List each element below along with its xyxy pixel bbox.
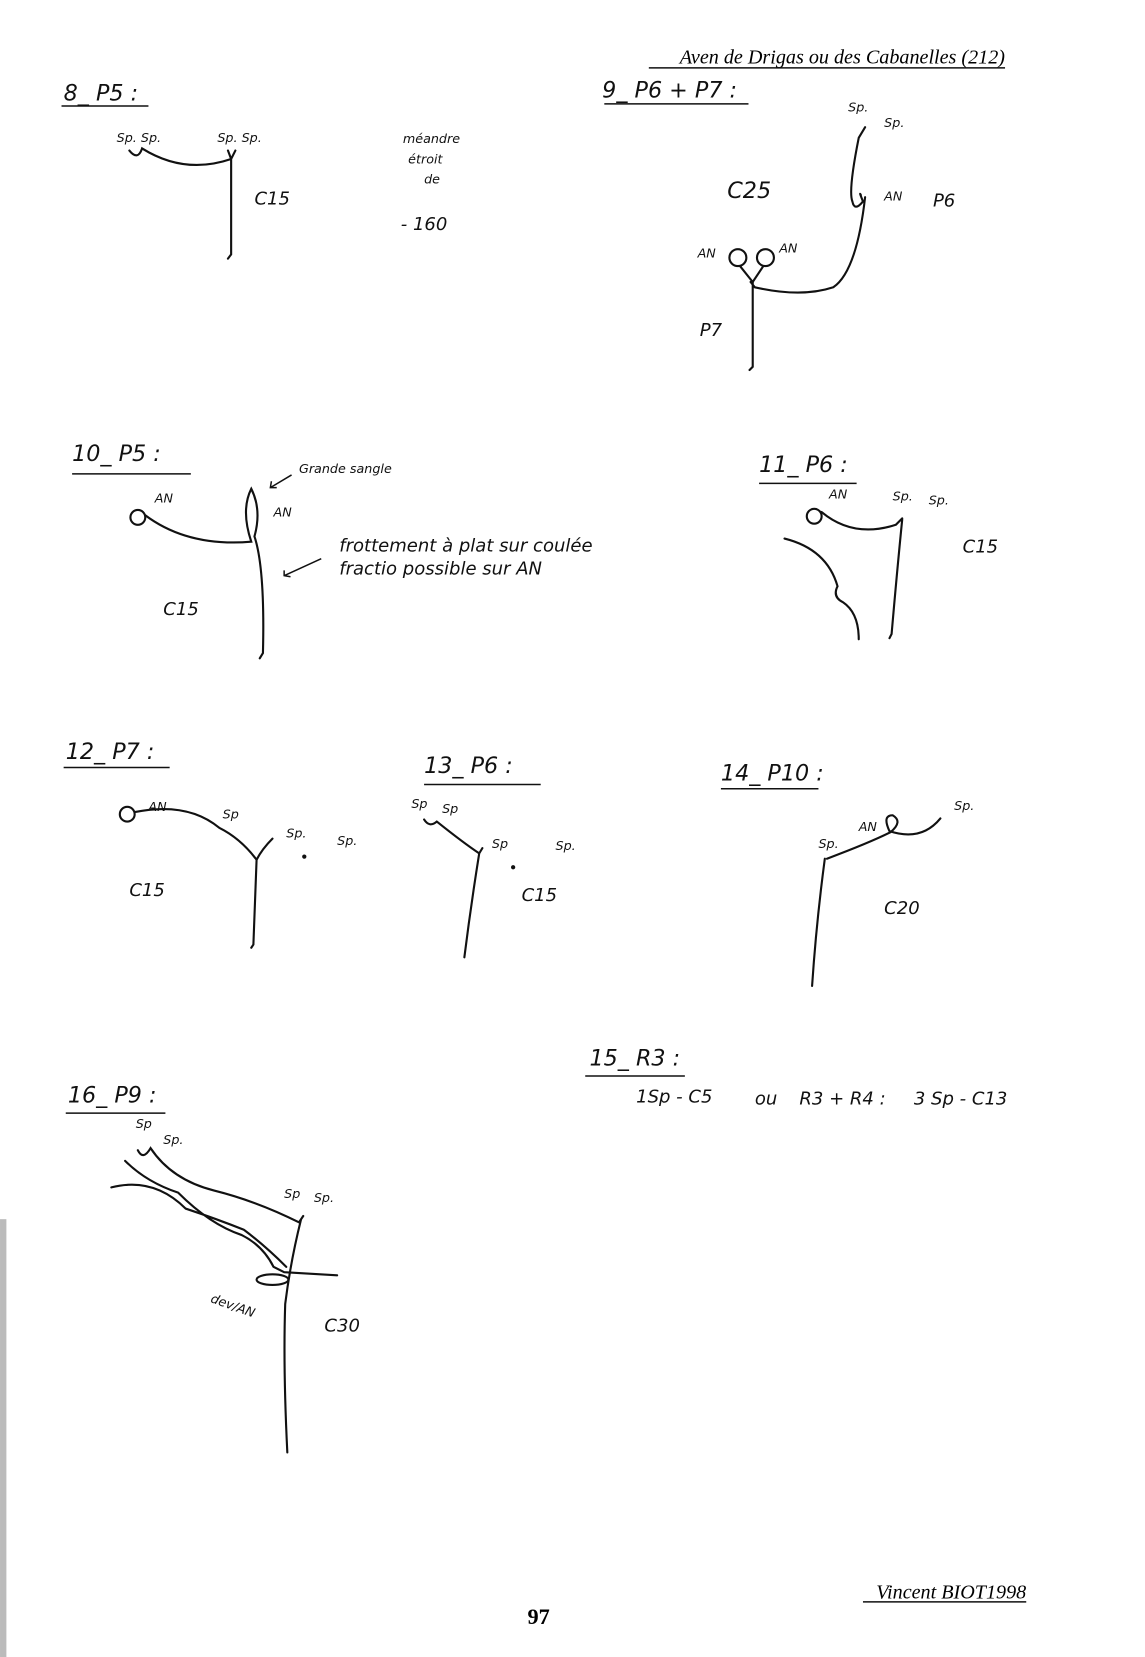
anchor-label: Sp.	[163, 1132, 183, 1147]
rope-length-label: C15	[254, 189, 290, 210]
anchor-label: Sp. Sp.	[117, 130, 161, 145]
section-heading: 12_ P7 :	[66, 739, 155, 765]
diagram-15: 15_ R3 : 1Sp - C5 ou R3 + R4 : 3 Sp - C1…	[585, 1045, 1008, 1110]
anchor-label: AN	[154, 491, 174, 506]
anchor-loop	[255, 1273, 290, 1286]
arrow-icon	[269, 474, 292, 489]
y-hang	[738, 265, 765, 284]
note-text: frottement à plat sur coulée	[339, 535, 592, 556]
diagram-8: 8_ P5 : Sp. Sp. Sp. Sp. C15 méandre étro…	[61, 81, 460, 260]
scan-edge-shadow	[0, 1219, 7, 1657]
anchor-label: Sp.	[286, 826, 306, 841]
rope-line	[136, 1146, 305, 1454]
rope-length-label: C20	[884, 898, 920, 919]
document-title: Aven de Drigas ou des Cabanelles (212)	[678, 47, 1006, 69]
section-heading: 11_ P6 :	[759, 452, 848, 478]
rigging-text: R3 + R4 :	[799, 1089, 885, 1110]
rope-line	[144, 486, 265, 660]
note-text: - 160	[401, 214, 448, 235]
rope-line	[820, 510, 904, 640]
rope-line	[128, 146, 237, 260]
arrow-icon	[283, 558, 322, 578]
pitch-label: P6	[933, 191, 955, 212]
diagram-11: 11_ P6 : AN Sp. Sp. C15	[759, 452, 999, 641]
anchor-loop	[805, 507, 823, 525]
anchor-label: Sp	[492, 836, 508, 851]
rope-line	[748, 126, 867, 372]
anchor-label: Sp.	[929, 493, 949, 508]
rope-length-label: C15	[522, 885, 558, 906]
rope-length-label: C15	[129, 880, 165, 901]
note-text: fractio possible sur AN	[339, 559, 542, 580]
anchor-loop	[755, 248, 775, 268]
anchor-label: Sp.	[848, 99, 868, 114]
anchor-label: Sp.	[954, 798, 974, 813]
rigging-text: 3 Sp - C13	[914, 1089, 1008, 1110]
rope-line	[811, 814, 942, 987]
page-number: 97	[527, 1604, 549, 1629]
note-text: méandre	[403, 131, 460, 146]
rope-length-label: C25	[727, 178, 771, 204]
rigging-text: 1Sp - C5	[636, 1087, 712, 1108]
anchor-label: AN	[828, 486, 848, 501]
section-heading: 14_ P10 :	[721, 760, 824, 786]
diagram-13: 13_ P6 : Sp Sp Sp Sp. C15	[411, 753, 576, 959]
anchor-loop	[129, 508, 147, 526]
diagram-12: 12_ P7 : AN Sp Sp. Sp. C15	[63, 739, 357, 949]
anchor-label: AN	[147, 799, 167, 814]
note-text: étroit	[408, 151, 443, 166]
anchor-label: AN	[883, 188, 903, 203]
anchor-label: AN	[273, 504, 293, 519]
diagram-14: 14_ P10 : Sp. Sp. AN C20	[721, 760, 974, 987]
anchor-point	[511, 865, 516, 870]
annotation: Grande sangle	[299, 461, 392, 476]
anchor-label: AN	[778, 240, 798, 255]
anchor-label: AN	[858, 819, 878, 834]
anchor-label: Sp	[136, 1116, 152, 1131]
footer: Vincent BIOT1998 97	[527, 1582, 1027, 1629]
diagram-16: 16_ P9 : Sp Sp. Sp Sp. dev/AN C30	[65, 1083, 360, 1454]
diagram-10: 10_ P5 : AN AN Grande sangle frottement …	[72, 441, 593, 660]
anchor-label: Sp	[442, 801, 458, 816]
anchor-loop	[728, 248, 748, 268]
section-heading: 16_ P9 :	[68, 1083, 157, 1109]
header: Aven de Drigas ou des Cabanelles (212)	[648, 47, 1006, 69]
anchor-label: Sp.	[893, 488, 913, 503]
rock-wall	[783, 537, 860, 641]
rope-line	[423, 818, 484, 959]
anchor-label: Sp.	[884, 115, 904, 130]
section-heading: 9_ P6 + P7 :	[602, 78, 737, 104]
rope-line	[133, 807, 274, 949]
rock-wall	[110, 1159, 339, 1277]
anchor-label: Sp.	[556, 838, 576, 853]
rope-length-label: C15	[163, 599, 199, 620]
section-heading: 13_ P6 :	[424, 753, 513, 779]
rigging-text: ou	[755, 1089, 777, 1110]
section-heading: 15_ R3 :	[589, 1045, 680, 1071]
section-heading: 8_ P5 :	[64, 81, 138, 107]
anchor-label: Sp	[223, 806, 239, 821]
anchor-label: Sp	[284, 1186, 300, 1201]
anchor-label: dev/AN	[209, 1291, 258, 1321]
anchor-label: AN	[697, 246, 717, 261]
anchor-point	[302, 854, 307, 859]
anchor-label: Sp.	[818, 836, 838, 851]
rope-length-label: C30	[324, 1316, 360, 1337]
pitch-label: P7	[700, 320, 723, 341]
diagram-9: 9_ P6 + P7 : Sp. Sp. C25 AN P6 AN AN P7	[602, 78, 955, 372]
anchor-label: Sp.	[314, 1190, 334, 1205]
note-text: de	[424, 171, 440, 186]
anchor-label: Sp	[411, 796, 427, 811]
anchor-label: Sp.	[337, 833, 357, 848]
anchor-loop	[118, 805, 136, 823]
author-credit: Vincent BIOT1998	[876, 1582, 1026, 1604]
section-heading: 10_ P5 :	[72, 441, 161, 467]
anchor-label: Sp. Sp.	[217, 130, 261, 145]
rope-length-label: C15	[963, 536, 999, 557]
